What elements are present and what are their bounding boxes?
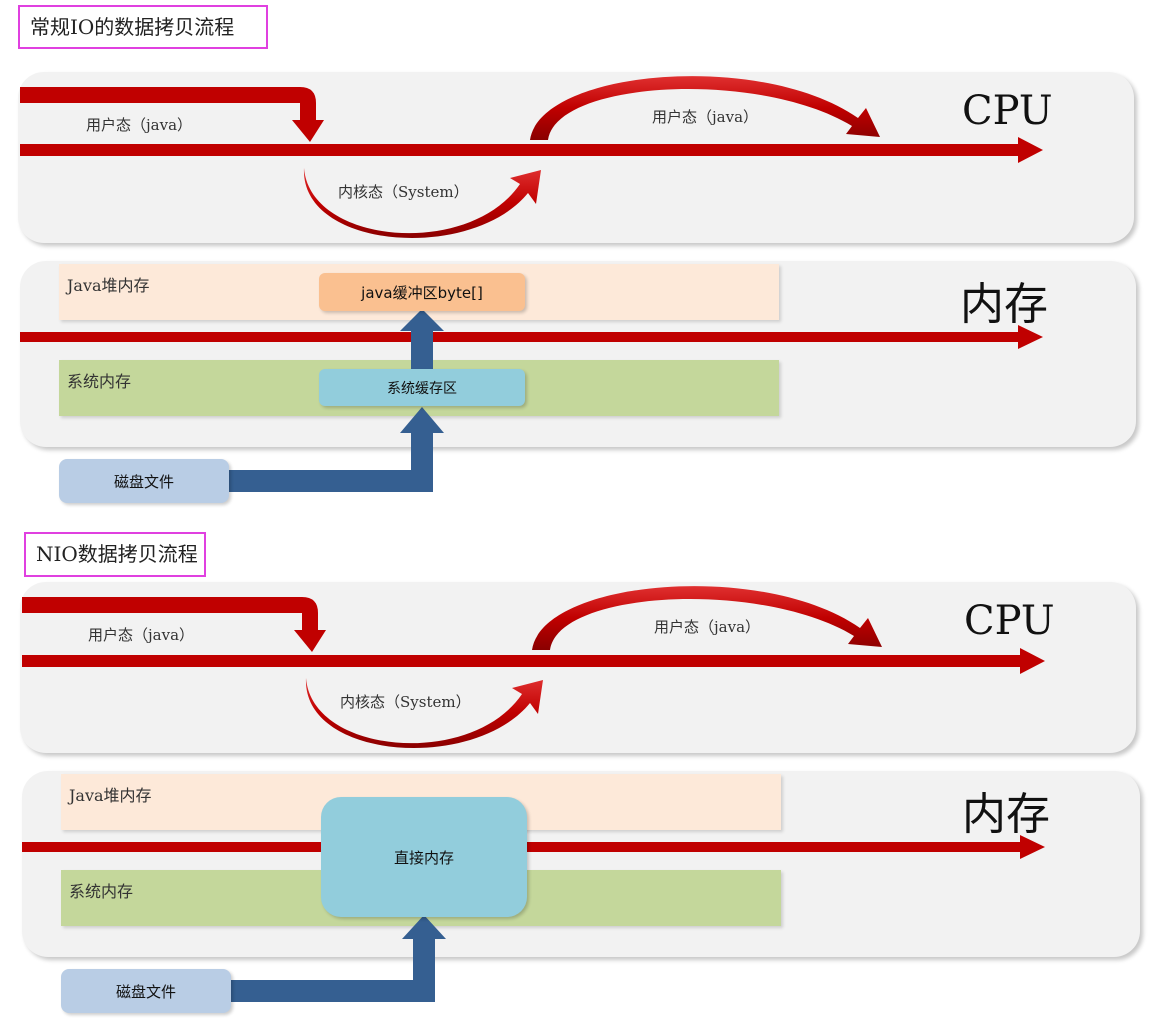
- user-arch-arrow-1: [530, 76, 880, 140]
- user-mode-label-left-1: 用户态（java）: [86, 116, 193, 134]
- kernel-mode-label-2: 内核态（System）: [340, 693, 471, 711]
- user-mode-label-right-2: 用户态（java）: [654, 618, 761, 636]
- memory-main-arrow-1: [20, 325, 1043, 349]
- java-heap-label-1: Java堆内存: [67, 276, 150, 295]
- system-memory-label-1: 系统内存: [67, 372, 132, 391]
- user-to-kernel-arrow-1: [20, 87, 324, 142]
- system-memory-label-2: 系统内存: [69, 882, 134, 901]
- disk-read-arrow-1: [228, 407, 444, 492]
- disk-file-box-2: 磁盘文件: [61, 969, 231, 1013]
- java-heap-label-2: Java堆内存: [69, 786, 152, 805]
- user-to-kernel-arrow-2: [22, 597, 326, 652]
- buffer-copy-arrow-1: [400, 309, 444, 370]
- cpu-main-arrow-1: [20, 137, 1043, 163]
- section2-title: NIO数据拷贝流程: [24, 532, 206, 577]
- user-arch-arrow-2: [532, 586, 882, 650]
- memory-label-1: 内存: [960, 279, 1048, 330]
- system-buffer-box: 系统缓存区: [319, 369, 525, 406]
- user-mode-label-left-2: 用户态（java）: [88, 626, 195, 644]
- memory-main-arrow-2: [22, 835, 1045, 859]
- cpu-label-2: CPU: [964, 598, 1055, 644]
- kernel-mode-label-1: 内核态（System）: [338, 183, 469, 201]
- kernel-curve-arrow-2: [305, 678, 543, 748]
- user-mode-label-right-1: 用户态（java）: [652, 108, 759, 126]
- memory-label-2: 内存: [962, 789, 1050, 840]
- disk-file-box-1: 磁盘文件: [59, 459, 229, 503]
- cpu-label-1: CPU: [962, 88, 1053, 134]
- section1-title: 常规IO的数据拷贝流程: [18, 5, 268, 49]
- java-buffer-box: java缓冲区byte[]: [319, 273, 525, 311]
- cpu-main-arrow-2: [22, 648, 1045, 674]
- disk-read-arrow-2: [230, 915, 446, 1002]
- kernel-curve-arrow-1: [303, 168, 541, 238]
- direct-memory-box: 直接内存: [321, 797, 527, 917]
